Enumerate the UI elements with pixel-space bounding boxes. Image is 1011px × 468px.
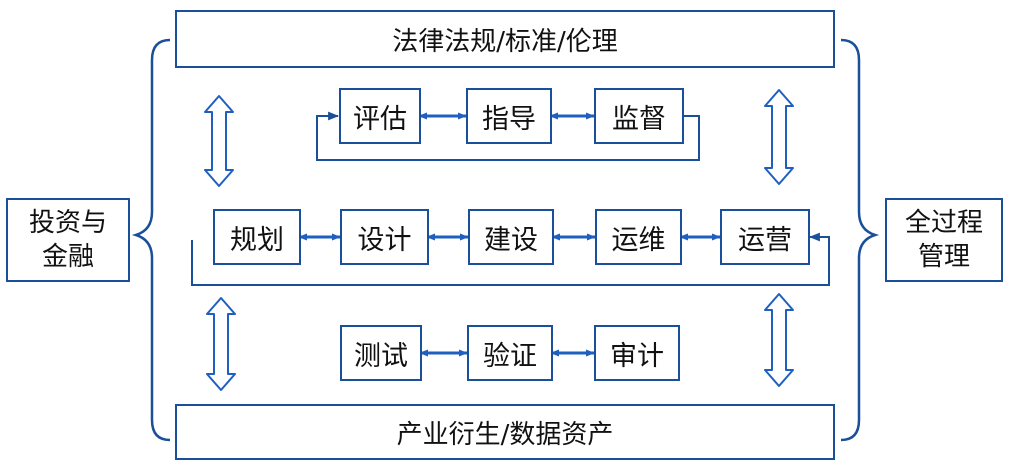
- middle-feedback-loop-arrow-icon: [191, 232, 830, 286]
- bottom-band-label: 产业衍生/数据资产: [396, 419, 614, 450]
- step-box-audit: 审计: [594, 325, 680, 381]
- left-side-box: 投资与 金融: [6, 198, 130, 282]
- step-label: 运营: [738, 224, 792, 256]
- right-side-box: 全过程 管理: [885, 198, 1003, 282]
- step-box-assess: 评估: [339, 88, 421, 144]
- top-band-box: 法律法规/标准/伦理: [175, 10, 835, 68]
- step-box-plan: 规划: [213, 209, 301, 265]
- step-box-build: 建设: [468, 209, 554, 265]
- step-box-guide: 指导: [466, 88, 552, 144]
- bottom-band-box: 产业衍生/数据资产: [175, 404, 835, 460]
- left-side-line1: 投资与: [28, 208, 107, 238]
- step-label: 验证: [483, 340, 537, 372]
- step-label: 建设: [484, 224, 538, 256]
- step-label: 运维: [611, 224, 666, 256]
- step-label: 评估: [353, 103, 407, 135]
- step-label: 测试: [354, 340, 408, 372]
- step-label: 规划: [230, 224, 284, 256]
- vertical-hollow-double-arrow-icon: [764, 89, 794, 185]
- step-label: 监督: [612, 103, 666, 135]
- step-box-verify: 验证: [467, 325, 553, 381]
- vertical-hollow-double-arrow-icon: [204, 95, 234, 187]
- right-side-line2: 管理: [917, 242, 970, 272]
- right-curly-brace-icon: [840, 38, 880, 442]
- step-box-operate: 运营: [720, 209, 810, 265]
- step-box-test: 测试: [340, 325, 422, 381]
- left-side-line2: 金融: [41, 242, 94, 272]
- upper-feedback-loop-arrow-icon: [316, 111, 700, 161]
- step-label: 指导: [482, 103, 536, 135]
- vertical-hollow-double-arrow-icon: [764, 293, 794, 387]
- vertical-hollow-double-arrow-icon: [206, 297, 236, 391]
- step-box-supervise: 监督: [594, 88, 684, 144]
- top-band-label: 法律法规/标准/伦理: [392, 26, 618, 57]
- step-box-operate-maintain: 运维: [595, 209, 682, 265]
- left-curly-brace-icon: [131, 38, 171, 442]
- step-box-design: 设计: [340, 209, 429, 265]
- step-label: 设计: [357, 224, 412, 256]
- step-label: 审计: [610, 340, 664, 372]
- right-side-line1: 全过程: [904, 208, 983, 238]
